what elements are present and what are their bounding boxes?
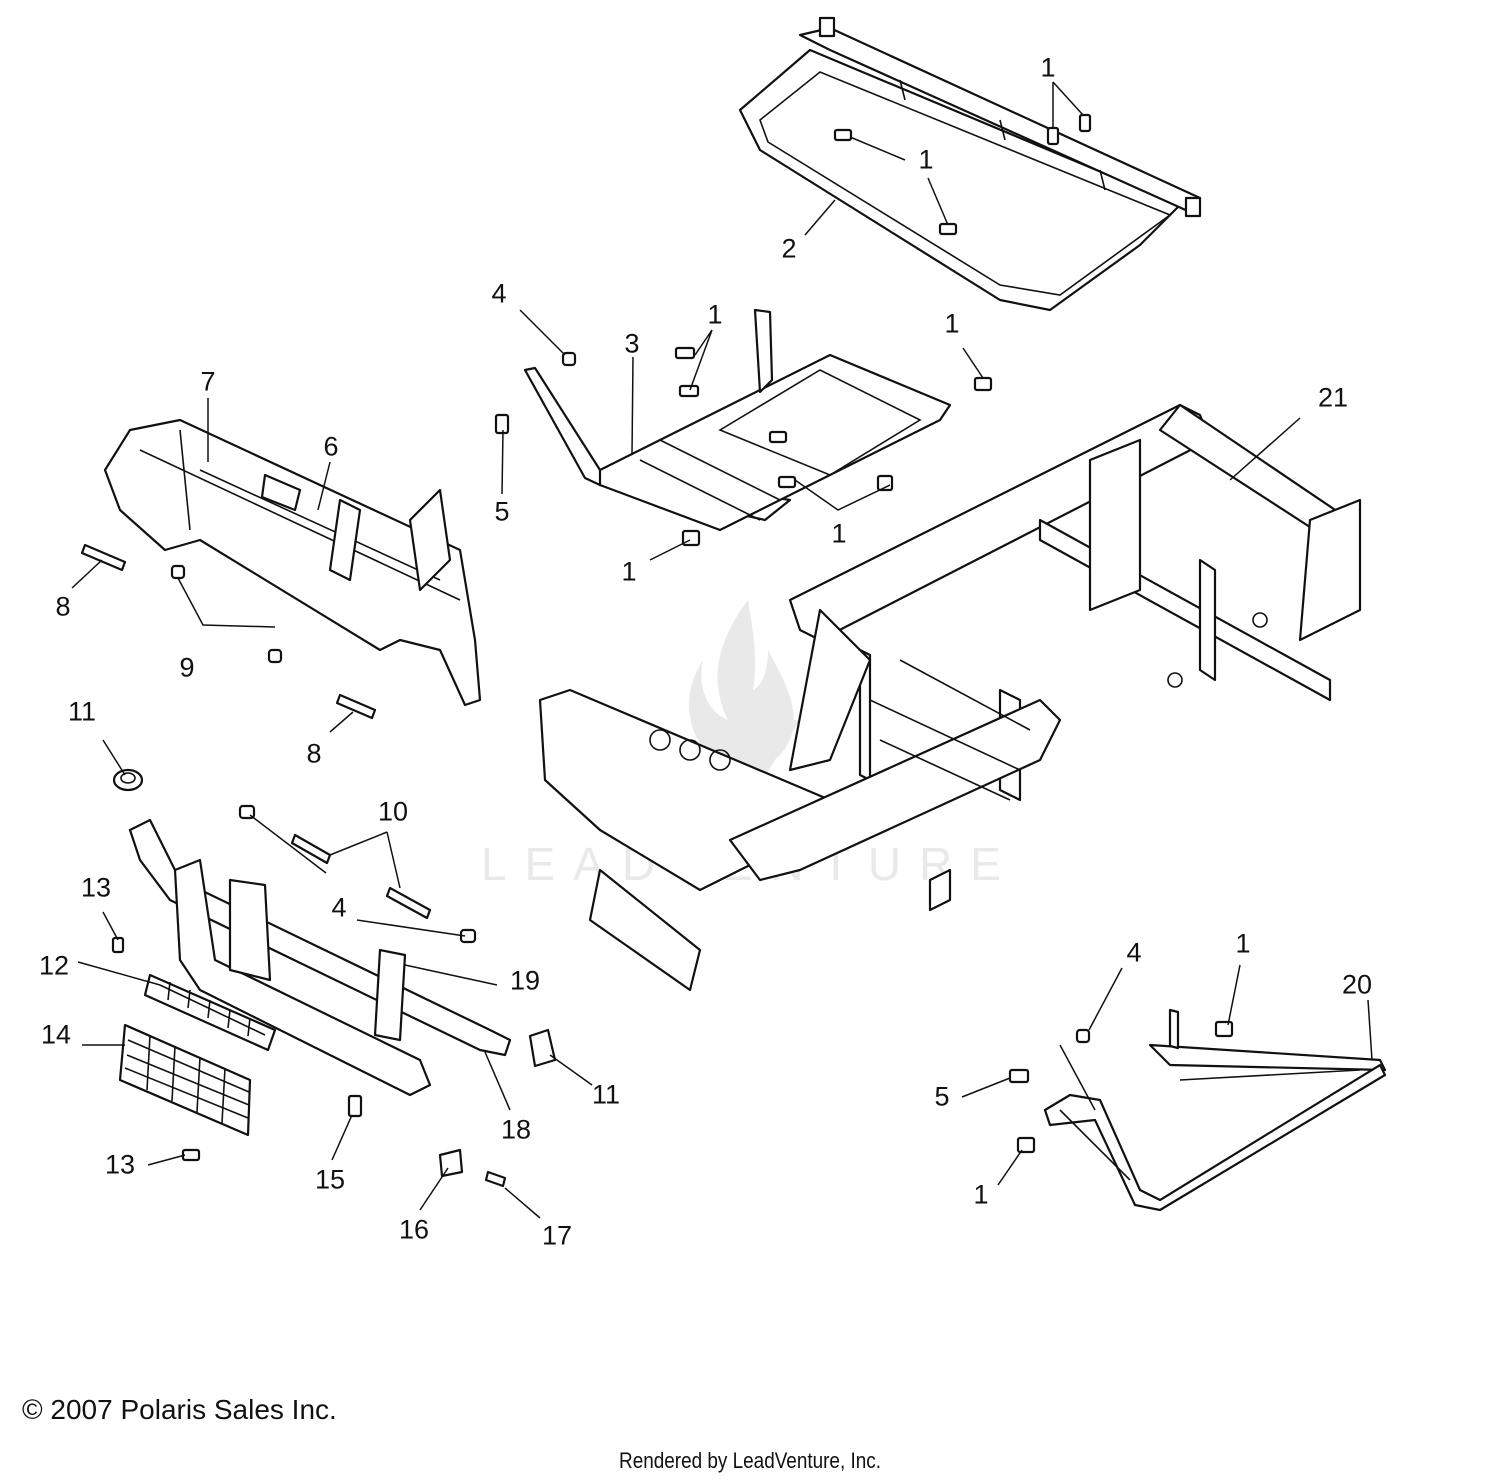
callout-1: 1 [918, 144, 934, 175]
part-18-front-bumper [128, 818, 512, 1097]
part-7-front-subframe [103, 418, 482, 707]
callout-5: 5 [934, 1081, 950, 1112]
callout-1: 1 [973, 1179, 989, 1210]
callout-13: 13 [104, 1149, 136, 1180]
part-14-large-grille [118, 1023, 252, 1137]
callout-1: 1 [621, 556, 637, 587]
callout-8: 8 [306, 738, 322, 769]
callout-18: 18 [500, 1114, 532, 1145]
part-21-main-frame [538, 403, 1362, 992]
fastener-group [80, 113, 1234, 1188]
callout-4: 4 [491, 278, 507, 309]
callout-20: 20 [1341, 969, 1373, 1000]
callout-1: 1 [944, 308, 960, 339]
callout-12: 12 [38, 950, 70, 981]
callout-1: 1 [707, 299, 723, 330]
callout-11: 11 [67, 696, 97, 727]
callout-4: 4 [331, 892, 347, 923]
part-12-small-grille [143, 973, 277, 1052]
leader-lines [71, 81, 1373, 1219]
callout-3: 3 [624, 328, 640, 359]
callout-5: 5 [494, 496, 510, 527]
copyright-notice: © 2007 Polaris Sales Inc. [22, 1394, 337, 1425]
callout-1: 1 [1040, 52, 1056, 83]
callout-10: 10 [377, 796, 409, 827]
part-20-rear-frame [1043, 1008, 1387, 1212]
callout-16: 16 [398, 1214, 430, 1245]
callout-21: 21 [1317, 382, 1349, 413]
callout-14: 14 [40, 1019, 72, 1050]
callout-4: 4 [1126, 937, 1142, 968]
callout-15: 15 [314, 1164, 346, 1195]
callout-8: 8 [55, 591, 71, 622]
callout-2: 2 [781, 233, 797, 264]
callout-1: 1 [831, 518, 847, 549]
callout-13: 13 [80, 872, 112, 903]
callout-19: 19 [509, 965, 541, 996]
render-credit: Rendered by LeadVenture, Inc. [619, 1448, 881, 1473]
callout-1: 1 [1235, 928, 1251, 959]
callout-17: 17 [541, 1220, 573, 1251]
callout-9: 9 [179, 652, 195, 683]
callout-6: 6 [323, 431, 339, 462]
part-3-storage-tray [523, 308, 952, 532]
part-2-bed-frame [738, 16, 1202, 312]
callout-11: 11 [591, 1079, 621, 1110]
callout-7: 7 [200, 366, 216, 397]
